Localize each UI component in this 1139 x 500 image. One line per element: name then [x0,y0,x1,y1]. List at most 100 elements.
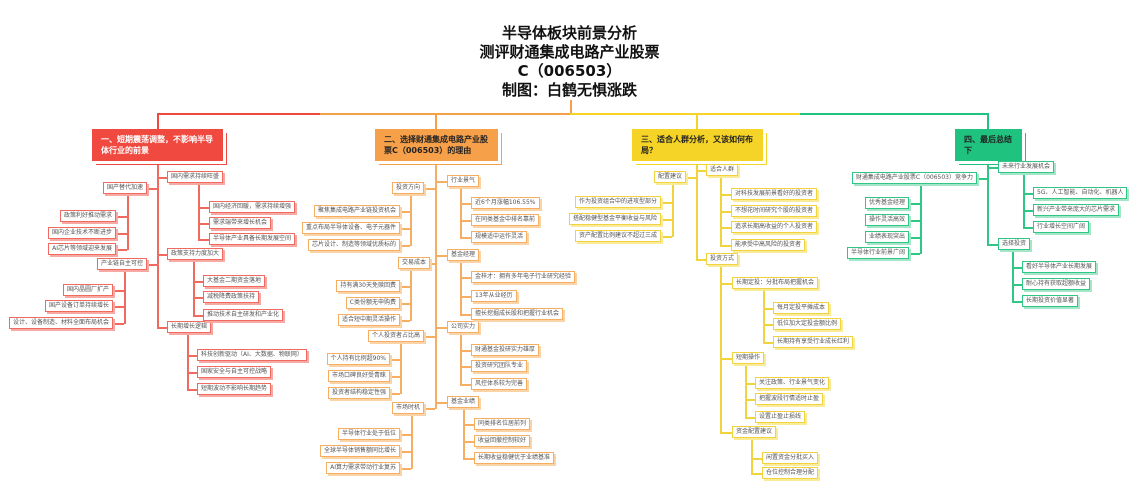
topic-node[interactable]: 个人持有比例超90% [326,353,390,365]
topic-node[interactable]: 全球半导体销售额同比增长 [319,445,400,457]
connector-line [198,182,200,240]
topic-node[interactable]: 13年从业经历 [471,290,517,302]
topic-node[interactable]: 5G、人工智能、自动化、机器人 [1033,187,1128,199]
topic-node[interactable]: 设计、设备制造、材料全面布局机会 [8,317,113,329]
topic-node[interactable]: 公司实力 [447,321,480,333]
topic-node[interactable]: 个人投资者占比高 [367,330,424,342]
topic-node[interactable]: 设置止盈止损线 [755,411,806,423]
connector-line [909,203,920,205]
topic-node[interactable]: 长期投资价值显著 [1022,295,1079,307]
topic-node[interactable]: 半导体行业处于低位 [337,428,400,440]
topic-node[interactable]: 风控体系较为完善 [471,378,528,390]
topic-node[interactable]: 资产配置比例建议不超过三成 [574,230,661,242]
connector-line [720,358,732,360]
topic-node[interactable]: 作为投资组合中的进攻型部分 [574,196,661,208]
topic-node[interactable]: AI算力需求带动行业复苏 [326,462,400,474]
topic-node[interactable]: 半导体产业具备长期发展空间 [209,233,296,245]
topic-node[interactable]: 国内晶圆厂扩产 [62,284,113,296]
topic-node[interactable]: 能承受中高风险的投资者 [731,239,806,251]
topic-node[interactable]: 未来行业发展机会 [998,161,1055,173]
main-topic-b1[interactable]: 一、短期震荡调整，不影响半导体行业的前景 [92,129,223,161]
topic-node[interactable]: 长期收益稳健优于业绩基准 [474,452,555,464]
topic-node[interactable]: 优秀基金经理 [864,197,909,209]
topic-node[interactable]: 金梓才：拥有多年电子行业研究经验 [471,271,576,283]
topic-node[interactable]: C类份额无申购费 [345,297,400,309]
topic-node[interactable]: 长期持有享受行业成长红利 [773,336,854,348]
topic-node[interactable]: 投资方式 [706,253,739,265]
connector-line [147,188,157,190]
topic-node[interactable]: 投资者结构稳定性强 [327,387,390,399]
main-topic-b3[interactable]: 三、适合人群分析，又该如何布局？ [632,129,763,161]
topic-node[interactable]: 半导体行业前景广阔 [846,247,909,259]
topic-node[interactable]: 重点布局半导体设备、电子元器件 [301,222,400,234]
topic-node[interactable]: 减税降费政策扶持 [203,291,260,303]
topic-node[interactable]: 持有满30天免赎回费 [336,280,400,292]
topic-node[interactable]: 需求端带来增长机会 [209,217,272,229]
topic-node[interactable]: 对科技发展前景看好的投资者 [731,188,818,200]
topic-node[interactable]: 配置建议 [653,171,686,183]
main-topic-b4[interactable]: 四、最后总结下 [955,129,1022,161]
topic-node[interactable]: 短期操作 [732,352,765,364]
topic-node[interactable]: 搭配稳健型基金平衡收益与风险 [568,213,661,225]
topic-node[interactable]: 每月定投平摊成本 [773,302,830,314]
topic-node[interactable]: 短期波动不影响长期趋势 [197,383,272,395]
topic-node[interactable]: 国家安全与自主可控战略 [197,366,272,378]
topic-node[interactable]: 市场口碑良好受青睐 [327,370,390,382]
topic-node[interactable]: 国内经济回暖，需求持续增强 [209,201,296,213]
title-line-4: 制图：白鹤无惧涨跌 [501,81,637,99]
topic-node[interactable]: 选择投资 [998,238,1031,250]
topic-node[interactable]: 行业景气 [447,175,480,187]
topic-node[interactable]: 业绩表现突出 [864,231,909,243]
connector-line [193,315,203,317]
topic-node[interactable]: 财通基金投研实力雄厚 [471,344,540,356]
topic-node[interactable]: 适合人群 [706,164,739,176]
topic-node[interactable]: 规模适中运作灵活 [471,231,528,243]
topic-node[interactable]: 行业增长空间广阔 [1033,221,1090,233]
topic-node[interactable]: 长期增长逻辑 [167,321,212,333]
topic-node[interactable]: 大基金二期资金落地 [203,275,266,287]
main-topic-b2[interactable]: 二、选择财通集成电路产业股票C（006503）的理由 [375,129,498,161]
topic-node[interactable]: 交易成本 [397,257,430,269]
topic-node[interactable]: 基金业绩 [447,396,480,408]
topic-node[interactable]: 国内企业技术不断进步 [47,227,116,239]
topic-node[interactable]: 政策支持力度加大 [167,248,224,260]
topic-node[interactable]: 市场时机 [391,402,424,414]
topic-node[interactable]: 财通集成电路产业股票C（006503）竞争力 [851,172,977,184]
topic-node[interactable]: 闲置资金分批买入 [762,452,819,464]
topic-node[interactable]: 投资方向 [391,182,424,194]
topic-node[interactable]: 把握波段行情适时止盈 [755,393,824,405]
connector-line [570,100,572,113]
topic-node[interactable]: 看好半导体产业长期发展 [1022,261,1097,273]
topic-node[interactable]: 同类排名位居前列 [474,418,531,430]
connector-line [198,239,209,241]
topic-node[interactable]: 耐心持有获取超额收益 [1022,278,1091,290]
connector-line [435,402,447,404]
topic-node[interactable]: 产业链自主可控 [96,258,147,270]
topic-node[interactable]: 在同类基金中排名靠前 [471,214,540,226]
topic-node[interactable]: 基金经理 [447,249,480,261]
topic-node[interactable]: 近6个月涨幅106.55% [471,197,540,209]
topic-node[interactable]: 不想花时间研究个股的投资者 [731,205,818,217]
topic-node[interactable]: 关注政策、行业景气变化 [755,377,830,389]
topic-node[interactable]: 擅长挖掘成长股和把握行业机会 [471,308,564,320]
topic-node[interactable]: 收益回撤控制较好 [474,435,531,447]
topic-node[interactable]: 芯片设计、制造等领域优质标的 [307,239,400,251]
connector-line [1012,249,1014,302]
topic-node[interactable]: 操作灵活高效 [864,214,909,226]
topic-node[interactable]: 聚焦集成电路产业链投资机会 [313,205,400,217]
topic-node[interactable]: 推动技术自主研发和产业化 [203,309,284,321]
topic-node[interactable]: 新兴产业带来庞大的芯片需求 [1033,204,1120,216]
topic-node[interactable]: 国产替代加速 [102,182,147,194]
topic-node[interactable]: 适合短中期灵活操作 [337,314,400,326]
topic-node[interactable]: 追求长期高收益的个人投资者 [731,221,818,233]
topic-node[interactable]: 政策利好推动需求 [59,210,116,222]
topic-node[interactable]: 投资研究团队专业 [471,360,528,372]
topic-node[interactable]: 科技创新驱动（AI、大数据、物联网） [197,349,307,361]
topic-node[interactable]: 低位加大定投金额比例 [773,318,842,330]
topic-node[interactable]: AI芯片等领域迎来发展 [48,243,116,255]
topic-node[interactable]: 国内需求持续旺盛 [167,171,224,183]
topic-node[interactable]: 长期定投：分批布局把握机会 [732,277,819,289]
topic-node[interactable]: 国产设备订单持续增长 [44,300,113,312]
topic-node[interactable]: 仓位控制合理分配 [762,467,819,479]
topic-node[interactable]: 资金配置建议 [732,426,777,438]
